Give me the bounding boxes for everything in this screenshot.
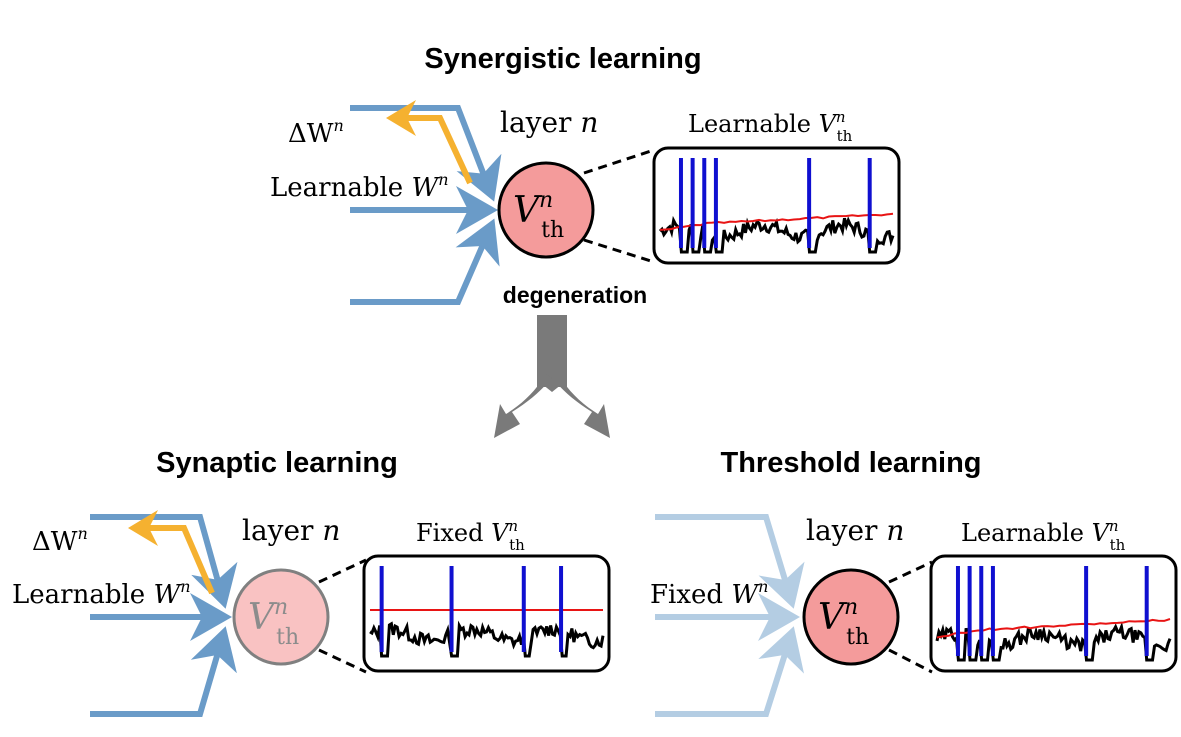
input-arrow-upper: [655, 514, 805, 609]
delta-w-label: ΔWn: [288, 116, 344, 149]
input-weight-arrows: [655, 514, 805, 717]
title-synergistic-learning: Synergistic learning: [424, 43, 701, 75]
zoom-line-upper: [318, 558, 367, 584]
neuron: [497, 161, 595, 259]
membrane-potential-trace: [935, 621, 1172, 662]
input-arrow-upper: [90, 514, 238, 609]
membrane-potential-trace: [369, 620, 605, 658]
membrane-potential-plot: [362, 554, 611, 673]
split-arrow-joint: [537, 380, 567, 392]
fixed-w-label: Fixed Wn: [650, 577, 768, 610]
input-arrow-lower: [655, 626, 804, 717]
panel-synaptic-learning: Synaptic learning ΔWn Learnable Wn layer…: [12, 447, 611, 717]
degeneration-split-arrow: [494, 315, 610, 438]
threshold-line: [659, 212, 894, 231]
neuron: [802, 568, 900, 666]
layer-label: layer n: [806, 514, 904, 547]
delta-w-label: ΔWn: [32, 524, 88, 557]
zoom-line-lower: [583, 238, 655, 264]
neuron: [232, 568, 330, 666]
input-arrow-lower: [350, 218, 500, 305]
layer-label: layer n: [500, 106, 598, 139]
split-arrow-stem: [537, 315, 567, 387]
input-weight-arrows: [90, 514, 238, 717]
title-threshold-learning: Threshold learning: [720, 447, 981, 479]
membrane-potential-plot: [929, 554, 1178, 673]
membrane-potential-plot: [652, 146, 901, 265]
zoom-line-lower: [888, 648, 933, 674]
input-weight-arrows: [350, 105, 502, 305]
zoom-line-upper: [583, 148, 655, 175]
degeneration-label: degeneration: [503, 282, 647, 308]
learnable-w-label: Learnable Wn: [12, 577, 191, 610]
panel-synergistic-learning: Synergistic learning ΔWn Learnable Wn la…: [270, 43, 901, 308]
layer-label: layer n: [242, 514, 340, 547]
learnable-w-label: Learnable Wn: [270, 170, 449, 203]
input-arrow-lower: [90, 626, 237, 717]
gradient-arrow: [386, 100, 473, 185]
membrane-potential-trace: [658, 215, 895, 254]
zoom-line-lower: [318, 648, 367, 674]
zoom-line-upper: [888, 560, 933, 584]
split-arrow-right-branch: [552, 374, 610, 438]
plot-frame: [362, 554, 611, 673]
split-arrow-left-branch: [494, 374, 552, 438]
title-synaptic-learning: Synaptic learning: [156, 447, 398, 479]
threshold-line: [936, 618, 1171, 639]
gradient-arrow: [128, 510, 215, 595]
